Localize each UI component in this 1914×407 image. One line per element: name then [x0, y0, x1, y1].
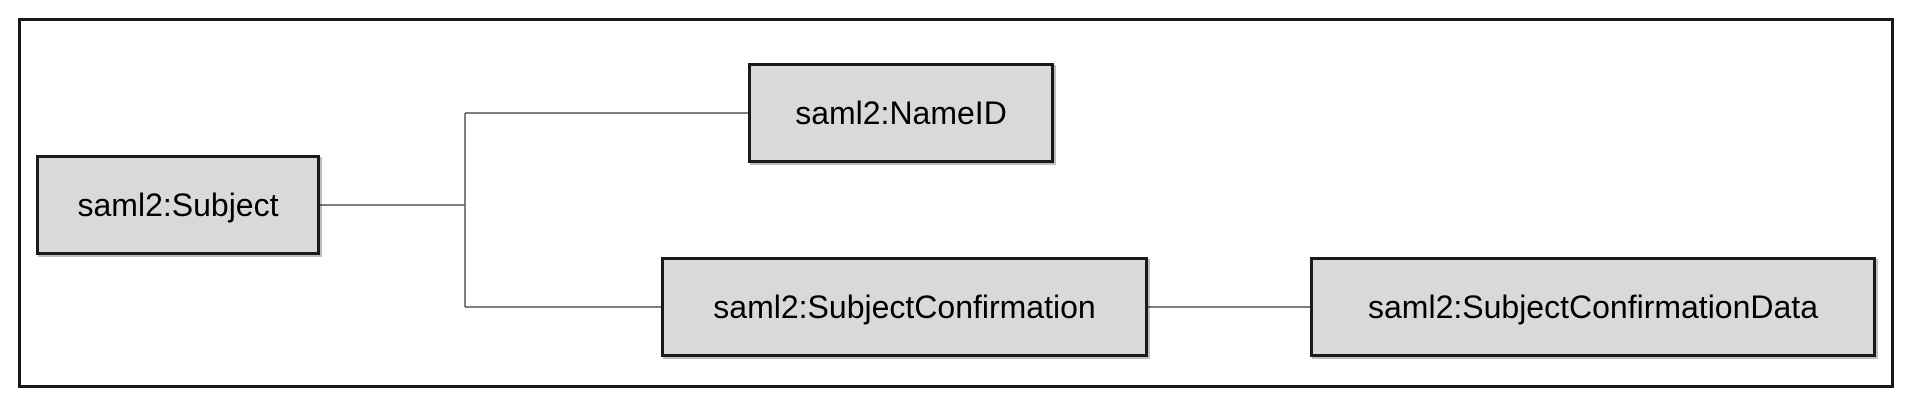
diagram-frame	[18, 18, 1894, 388]
node-subjectconfirmationdata: saml2:SubjectConfirmationData	[1310, 257, 1876, 357]
node-subject: saml2:Subject	[36, 155, 320, 255]
node-subjectconfirmationdata-label: saml2:SubjectConfirmationData	[1368, 288, 1818, 325]
node-subjectconfirmation-label: saml2:SubjectConfirmation	[713, 288, 1096, 325]
node-subject-label: saml2:Subject	[77, 186, 279, 223]
node-subjectconfirmation: saml2:SubjectConfirmation	[661, 257, 1148, 357]
node-nameid: saml2:NameID	[748, 63, 1054, 163]
node-nameid-label: saml2:NameID	[795, 94, 1007, 131]
